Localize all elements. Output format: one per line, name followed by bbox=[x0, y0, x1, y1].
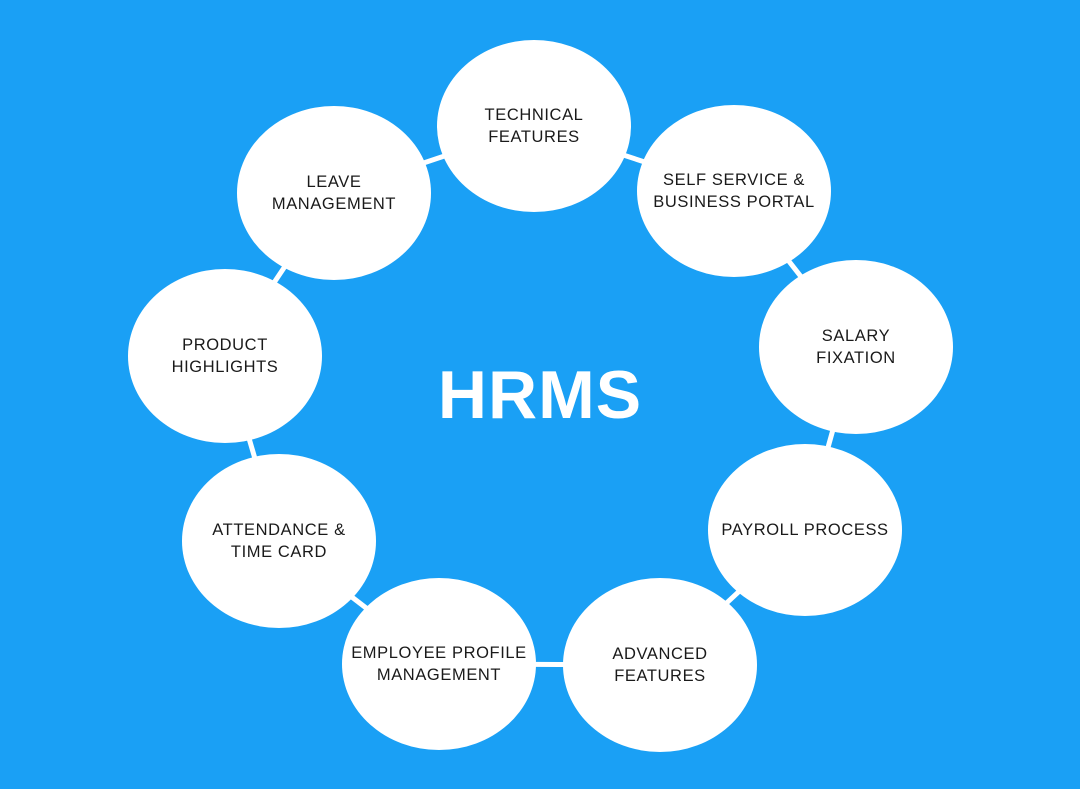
node-attendance-time-card: ATTENDANCE & TIME CARD bbox=[182, 454, 376, 628]
node-salary-fixation: SALARY FIXATION bbox=[759, 260, 953, 434]
node-leave-management: LEAVE MANAGEMENT bbox=[237, 106, 431, 280]
node-label: ADVANCED FEATURES bbox=[612, 645, 708, 685]
node-label: PAYROLL PROCESS bbox=[721, 521, 889, 539]
node-payroll-process: PAYROLL PROCESS bbox=[708, 444, 902, 616]
node-label: LEAVE MANAGEMENT bbox=[271, 173, 397, 213]
node-label: EMPLOYEE PROFILE MANAGEMENT bbox=[351, 644, 527, 684]
node-technical-features: TECHNICAL FEATURES bbox=[437, 40, 631, 212]
node-label: TECHNICAL FEATURES bbox=[484, 106, 584, 146]
center-title: HRMS bbox=[437, 357, 643, 433]
node-product-highlights: PRODUCT HIGHLIGHTS bbox=[128, 269, 322, 443]
node-label: SALARY FIXATION bbox=[816, 327, 896, 367]
node-employee-profile-management: EMPLOYEE PROFILE MANAGEMENT bbox=[342, 578, 536, 750]
node-advanced-features: ADVANCED FEATURES bbox=[563, 578, 757, 752]
node-label: ATTENDANCE & TIME CARD bbox=[212, 521, 346, 561]
node-label: SELF SERVICE & BUSINESS PORTAL bbox=[653, 171, 815, 211]
node-label: PRODUCT HIGHLIGHTS bbox=[171, 336, 279, 376]
node-self-service-business-portal: SELF SERVICE & BUSINESS PORTAL bbox=[637, 105, 831, 277]
